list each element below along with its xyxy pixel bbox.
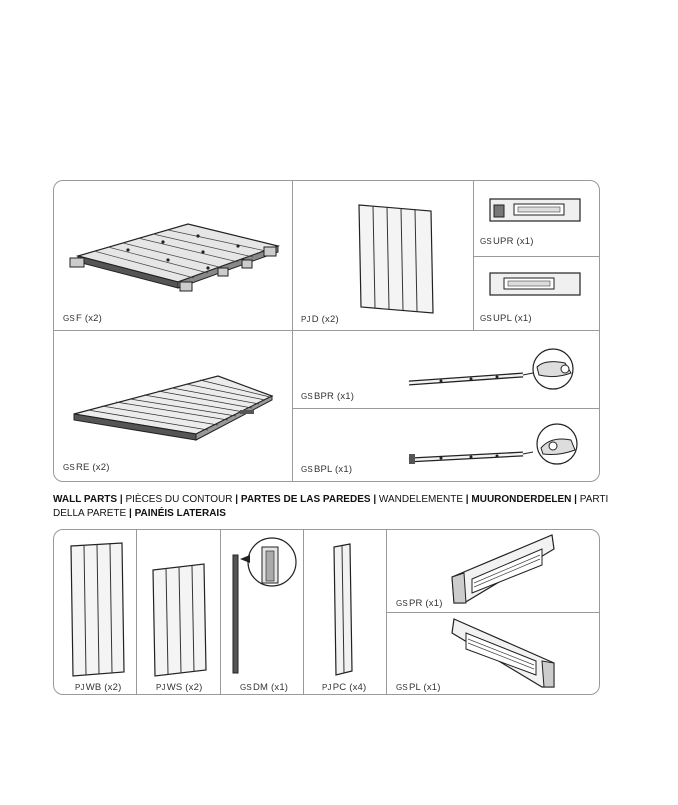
heading-it: PARTI DELLA PARETE: [53, 494, 609, 519]
divider: [473, 180, 474, 330]
part-label-gsbpr: GSBPR (x1): [301, 391, 355, 402]
corner-post-illustration: [333, 543, 353, 676]
part-label-pjwb: PJWB (x2): [75, 682, 122, 693]
divider: [292, 408, 600, 409]
heading-es: PARTES DE LAS PAREDES: [240, 494, 371, 505]
part-label-gsupl: GSUPL (x1): [480, 313, 532, 324]
divider: [386, 612, 600, 613]
part-label-gsbpl: GSBPL (x1): [301, 464, 353, 475]
bar-right-illustration: [408, 348, 574, 390]
part-label-pjws: PJWS (x2): [156, 682, 203, 693]
divider: [473, 256, 600, 257]
wall-parts-heading: WALL PARTS | PIÈCES DU CONTOUR | PARTES …: [53, 494, 609, 519]
gable-left-illustration: [451, 618, 555, 688]
gable-right-illustration: [451, 534, 555, 604]
part-label-gsf: GSF (x2): [63, 313, 102, 324]
divider: [136, 529, 137, 695]
heading-de: WANDELEMENTE: [378, 494, 464, 505]
part-label-gsre: GSRE (x2): [63, 462, 110, 473]
heading-nl: MUURONDERDELEN: [471, 494, 572, 505]
door-panel-illustration: [358, 204, 434, 314]
part-label-pjd: PJD (x2): [301, 314, 339, 325]
roof-panel-illustration: [73, 375, 274, 441]
divider: [220, 529, 221, 695]
part-label-gspr: GSPR (x1): [396, 598, 443, 609]
upper-panel-right-illustration: [489, 198, 581, 222]
heading-pt: PAINÉIS LATERAIS: [134, 508, 226, 519]
divider: [303, 529, 304, 695]
part-label-gsupr: GSUPR (x1): [480, 236, 534, 247]
part-label-pjpc: PJPC (x4): [322, 682, 367, 693]
part-label-gsdm: GSDM (x1): [240, 682, 289, 693]
wall-panel-wide-illustration: [70, 542, 125, 677]
upper-panel-left-illustration: [489, 272, 581, 296]
floor-panel-illustration: [69, 223, 281, 292]
door-mullion-illustration: [232, 537, 297, 674]
heading-fr: PIÈCES DU CONTOUR: [125, 494, 233, 505]
divider: [53, 330, 600, 331]
heading-en: WALL PARTS: [53, 494, 118, 505]
part-label-gspl: GSPL (x1): [396, 682, 441, 693]
divider: [292, 180, 293, 482]
top-parts-panel: [53, 180, 600, 482]
bar-left-illustration: [408, 423, 578, 465]
wall-panel-short-illustration: [152, 563, 207, 677]
